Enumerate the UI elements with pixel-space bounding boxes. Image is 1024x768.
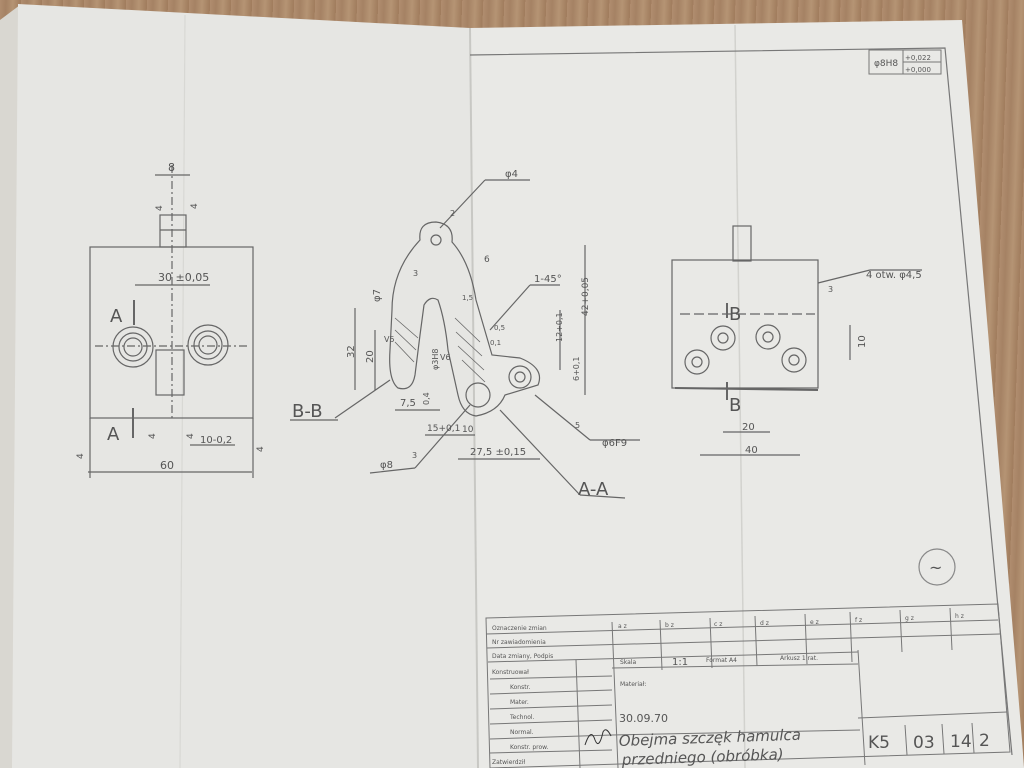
change-row-label: Nr zawiadomienia (492, 639, 546, 646)
dim: 42+0,05 (581, 277, 591, 316)
right-view-dims: 4 otw. φ4,5 3 10 20 40 B B (729, 270, 922, 456)
dim: φ8 (380, 460, 393, 471)
section-label: B-B (292, 401, 323, 422)
center-view-dims: φ4 2 6 1-45° 42+0,05 12+0,1 6+0,1 φ7 32 … (292, 169, 627, 500)
change-col-label: f z (855, 617, 862, 624)
section-label: A-A (578, 479, 609, 500)
dim: 30 ±0,05 (158, 271, 209, 284)
role-label: Konstruował (492, 669, 529, 676)
dim: 3 (828, 285, 833, 294)
left-view (88, 165, 254, 478)
role-label: Mater. (510, 699, 529, 706)
dim: 3 (413, 269, 418, 278)
right-view (671, 225, 922, 456)
dim: 8 (168, 161, 175, 174)
surface-finish-glyph: ~ (929, 558, 942, 577)
drawing-number-part: K5 (868, 733, 890, 753)
scale-value: 1:1 (672, 657, 688, 668)
dim: 7,5 (400, 398, 416, 409)
dim: 15+0,1 (427, 424, 460, 434)
signature (584, 729, 612, 746)
dim: 4 (155, 205, 165, 211)
right-page (470, 20, 1024, 768)
change-col-label: h z (955, 613, 964, 620)
dim: 4 (256, 446, 266, 452)
dim: 10 (857, 335, 868, 348)
dim: 32 (346, 345, 357, 358)
drawing-number-part: 03 (913, 733, 935, 753)
dim: 0,1 (490, 339, 501, 347)
dim: 4 otw. φ4,5 (866, 270, 922, 281)
role-label: Technol. (509, 714, 535, 721)
dim: 20 (742, 422, 755, 433)
dim: 1-45° (534, 274, 562, 285)
surface-finish-symbol (918, 548, 956, 586)
dim: 2 (450, 209, 455, 218)
format-label: Format A4 (706, 657, 737, 664)
change-row-label: Data zmiany, Podpis (492, 653, 553, 660)
drawing-date: 30.09.70 (619, 712, 668, 725)
left-view-dims: 8 4 4 30 ±0,05 60 10-0,2 4 4 4 4 A A (76, 161, 266, 472)
role-label: Konstr. prow. (510, 744, 548, 751)
dim: V6 (440, 353, 451, 362)
dim: 4 (76, 453, 86, 459)
dim: 4 (190, 203, 200, 209)
sheet-label: Arkusz 1 rat. (780, 655, 818, 662)
title-block: Oznaczenie zmian Nr zawiadomienia Data z… (485, 603, 1011, 768)
dim: 1,5 (462, 294, 473, 302)
change-col-label: b z (665, 622, 674, 629)
tolerance-upper: +0,022 (905, 54, 931, 62)
tolerance-label: φ8H8 (874, 59, 898, 69)
change-row-label: Oznaczenie zmian (492, 625, 547, 632)
section-mark: B (729, 395, 741, 416)
dim: 12+0,1 (555, 312, 564, 342)
change-col-label: c z (714, 621, 722, 628)
dim: 27,5 ±0,15 (470, 447, 526, 458)
dim: 0,4 (422, 392, 431, 405)
dim: 4 (148, 433, 158, 439)
tolerance-box: φ8H8 +0,022 +0,000 (868, 49, 942, 75)
dim: 60 (160, 459, 174, 472)
scale-label: Skala (620, 659, 637, 666)
role-label: Zatwierdził (492, 759, 525, 766)
drawing-number-part: 2 (979, 731, 990, 751)
dim: V5 (384, 335, 395, 344)
drawing-title-line2: przedniego (obróbka) (621, 745, 784, 768)
left-page (12, 4, 478, 768)
dim: 10 (462, 425, 474, 435)
dim: 4 (186, 433, 196, 439)
dim: 0,5 (494, 324, 505, 332)
change-col-label: a z (618, 623, 627, 630)
dim: 6 (484, 255, 490, 265)
dim: φ6F9 (602, 438, 627, 449)
section-mark: B (729, 304, 741, 325)
role-label: Konstr. (510, 684, 531, 691)
change-col-label: g z (905, 615, 914, 622)
section-mark: A (110, 306, 123, 327)
dim: 3 (412, 451, 417, 460)
section-mark: A (107, 424, 120, 445)
role-label: Normal. (510, 729, 534, 736)
dim: 40 (745, 445, 758, 456)
change-col-label: e z (810, 619, 819, 626)
dim: φ3H8 (431, 349, 440, 370)
material-label: Materiał: (620, 681, 646, 688)
dim: 10-0,2 (200, 435, 232, 446)
drawing-number-part: 14 (950, 732, 972, 752)
dim: φ7 (372, 289, 383, 302)
tolerance-lower: +0,000 (905, 66, 931, 74)
dim: 5 (575, 421, 580, 430)
dim: φ4 (505, 169, 518, 180)
dim: 20 (365, 350, 376, 363)
center-view (290, 179, 640, 499)
change-col-label: d z (760, 620, 769, 627)
dim: 6+0,1 (572, 356, 581, 381)
